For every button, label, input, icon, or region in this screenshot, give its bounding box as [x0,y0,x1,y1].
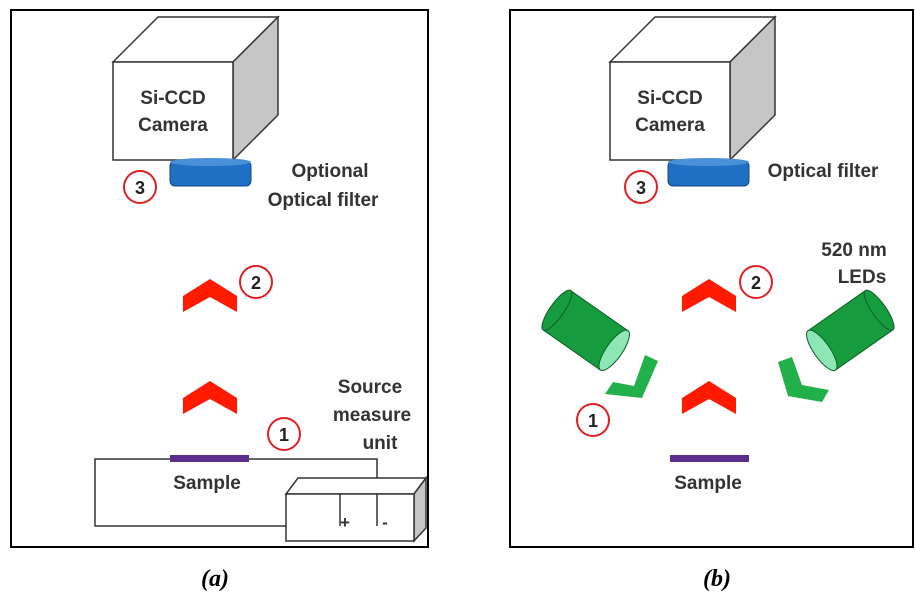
smu-label-line2: measure [333,405,411,426]
circuit-wire-left [94,458,340,527]
emission-arrow-lower [183,381,237,414]
svg-text:1: 1 [279,425,289,445]
marker-1: 1 [576,403,610,437]
ccd-camera: Si-CCD Camera [608,15,777,162]
optical-filter [667,158,750,187]
smu-label-line1: Source [338,377,402,398]
sample-label: Sample [173,473,241,494]
marker-2: 2 [739,265,773,299]
led-left [541,289,630,372]
filter-label-line2: Optical filter [268,190,379,211]
led-label-line1: 520 nm [821,240,886,261]
sample-label: Sample [674,473,742,494]
svg-text:2: 2 [751,273,761,293]
caption-b: (b) [703,566,731,592]
svg-text:3: 3 [135,178,145,198]
svg-text:3: 3 [636,178,646,198]
led-right [806,289,895,372]
sample-bar [170,455,249,462]
marker-3: 3 [624,170,658,204]
minus-terminal: - [382,513,388,532]
camera-label-line1: Si-CCD [637,88,702,109]
camera-label-line1: Si-CCD [140,88,205,109]
optical-filter [169,158,252,187]
led-label-line2: LEDs [838,267,887,288]
camera-label-line2: Camera [635,115,705,136]
marker-1: 1 [267,417,301,451]
camera-label-line2: Camera [138,115,208,136]
panel-b: Si-CCD Camera Optical filter 3 520 nm LE… [509,9,914,548]
marker-2: 2 [239,265,273,299]
emission-arrow-lower [682,381,736,414]
camera-front-face [609,61,731,161]
ccd-camera: Si-CCD Camera [111,15,280,162]
svg-text:2: 2 [251,273,261,293]
sample-bar [670,455,749,462]
caption-a: (a) [201,566,229,592]
filter-label: Optical filter [768,161,879,182]
camera-front-face [112,61,234,161]
excitation-arrow-left [605,355,658,398]
svg-text:1: 1 [588,411,598,431]
emission-arrow-upper [183,279,237,312]
source-measure-unit-box [284,475,428,543]
marker-3: 3 [123,170,157,204]
smu-label-line3: unit [363,433,398,454]
plus-terminal: + [340,513,350,532]
panel-a: Si-CCD Camera Optional Optical filter 3 … [10,9,429,548]
excitation-arrow-right [778,357,829,402]
filter-label-line1: Optional [291,161,368,182]
emission-arrow-upper [682,279,736,312]
